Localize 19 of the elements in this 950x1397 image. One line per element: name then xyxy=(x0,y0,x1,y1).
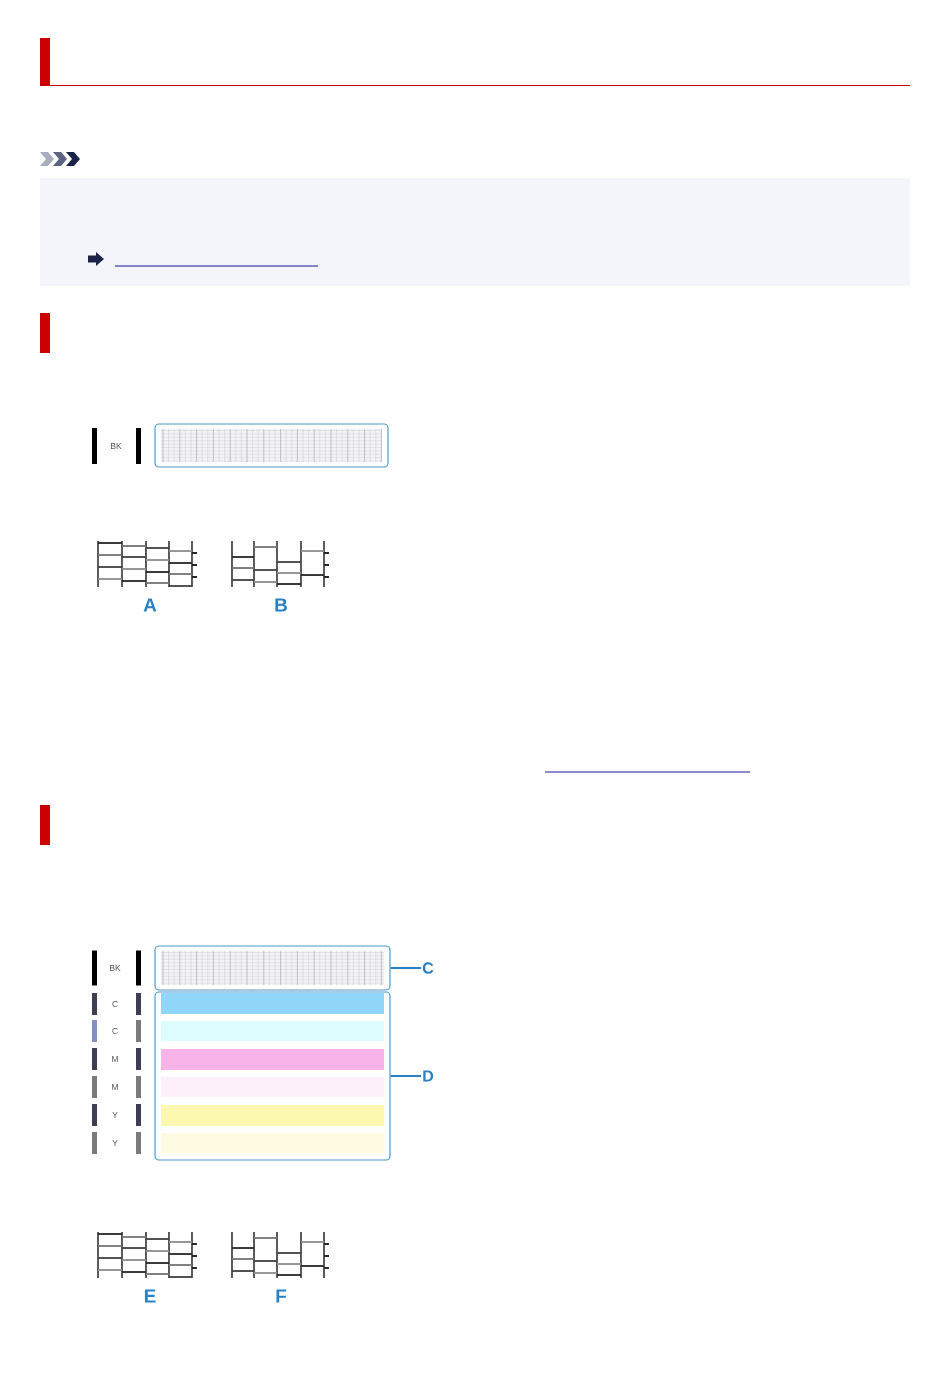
pattern-label: B xyxy=(275,598,287,612)
ink-label: C xyxy=(112,1001,118,1007)
ink-label: M xyxy=(112,1084,118,1090)
print-pattern-box xyxy=(154,945,391,991)
ink-label: BK xyxy=(110,965,121,971)
callout-letter: C xyxy=(422,962,434,974)
ink-label: BK xyxy=(111,443,122,449)
leader-line xyxy=(389,967,422,969)
pattern-label: F xyxy=(276,1289,287,1303)
callout-letter: D xyxy=(423,1070,434,1082)
pattern-label: A xyxy=(143,598,157,612)
leader-line xyxy=(389,1075,422,1077)
pattern-label: E xyxy=(144,1289,156,1303)
ink-label: Y xyxy=(112,1112,118,1118)
print-pattern-box xyxy=(154,423,389,468)
ink-label: M xyxy=(112,1056,118,1062)
ink-label: Y xyxy=(112,1140,118,1146)
print-pattern-box xyxy=(154,991,391,1161)
ink-label: C xyxy=(112,1028,118,1034)
